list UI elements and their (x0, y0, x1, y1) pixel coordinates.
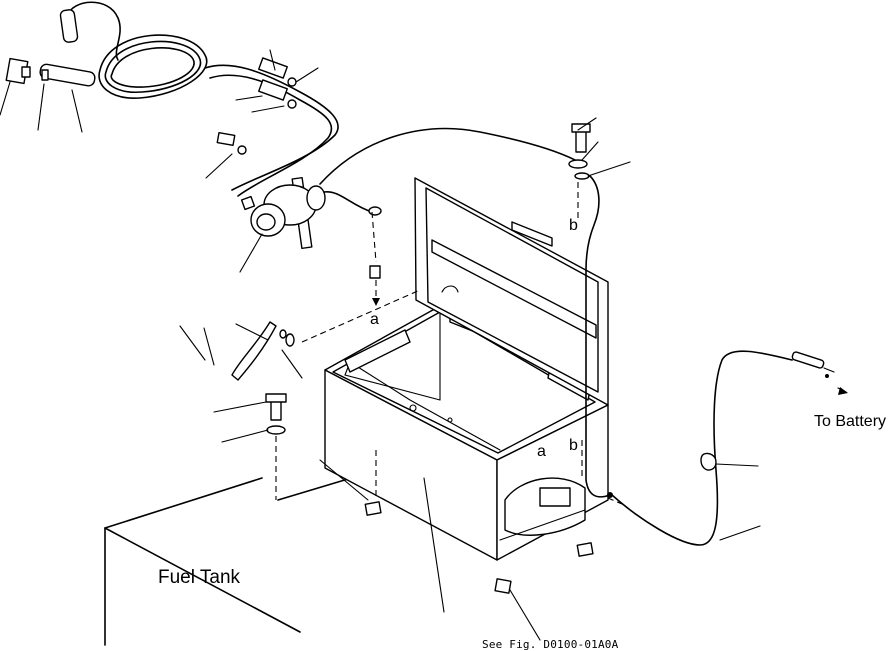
to-battery-label: To Battery (814, 413, 887, 430)
leader-lines (0, 49, 847, 641)
battery-box-lid (414, 177, 609, 406)
fuel-tank-label: Fuel Tank (158, 567, 241, 588)
top-cable (319, 127, 835, 546)
battery-box (324, 305, 609, 561)
arrow-tips (372, 298, 848, 395)
callout-b-top: b (569, 217, 578, 234)
upper-harness (5, 1, 339, 197)
callout-b-bottom: b (569, 437, 578, 454)
fuel-tank-outline (104, 469, 379, 646)
hardware (231, 123, 829, 594)
reference-figure-label: See Fig. D0100-01A0A (482, 638, 619, 651)
callout-a-top: a (370, 311, 379, 328)
horn-assembly (240, 176, 373, 250)
assembly-dashed-lines (275, 182, 623, 505)
callout-a-bottom: a (537, 443, 546, 460)
